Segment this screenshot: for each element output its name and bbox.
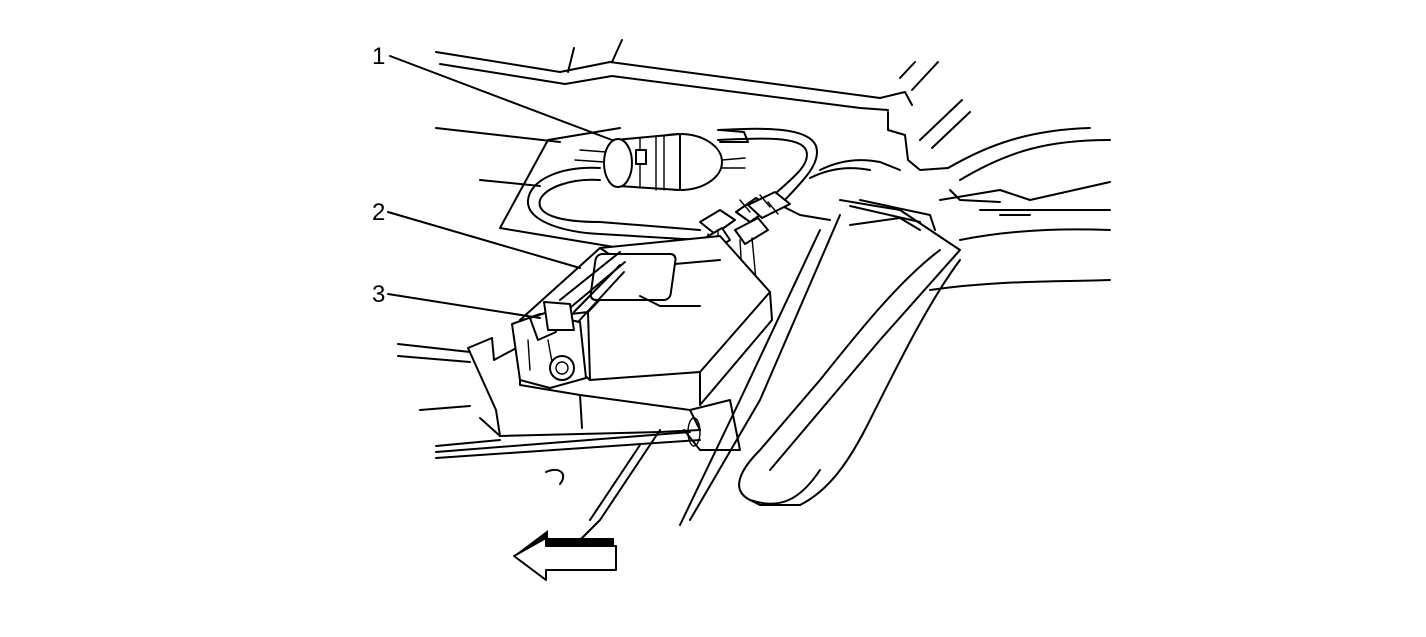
callout-3: 3 xyxy=(372,281,385,308)
upper-frame-rail xyxy=(435,39,971,171)
fuel-tank xyxy=(679,199,961,526)
leader-3 xyxy=(387,293,541,319)
fuel-filter xyxy=(574,129,749,191)
leader-2 xyxy=(387,211,581,269)
lower-frame-rail xyxy=(397,343,701,561)
leader-lines xyxy=(387,55,613,319)
leader-1 xyxy=(389,55,613,141)
fuel-lines xyxy=(526,127,936,241)
filter-mount-plate xyxy=(435,127,621,249)
callout-2: 2 xyxy=(372,199,385,226)
callout-1: 1 xyxy=(372,43,385,70)
body-contour xyxy=(929,127,1111,291)
arrow-left-icon xyxy=(513,530,617,581)
purge-valve xyxy=(511,264,625,389)
